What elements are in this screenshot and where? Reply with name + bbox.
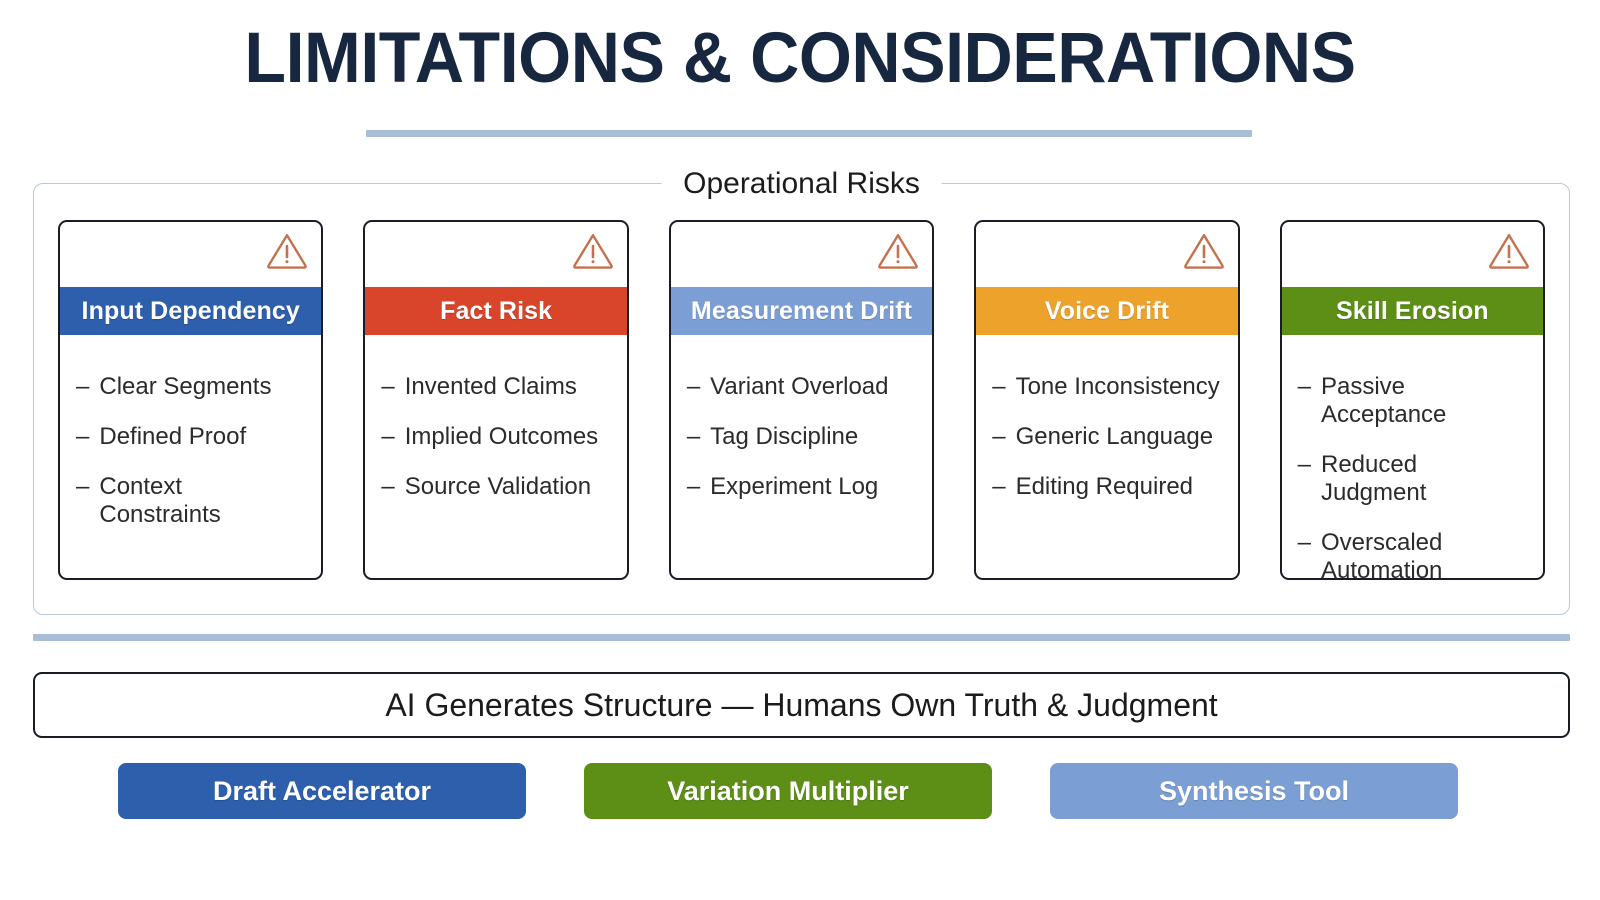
risk-card-item: –Context Constraints [76,473,305,529]
operational-risks-panel: Operational Risks Input Dependency–Clear… [33,166,1570,615]
risk-card-item: –Implied Outcomes [381,423,610,451]
risk-card-top [1282,222,1543,287]
bullet-dash-icon: – [1297,451,1311,479]
risk-card-body: –Tone Inconsistency–Generic Language–Edi… [976,335,1237,578]
risk-card-item-label: Generic Language [1015,423,1214,451]
risk-card-item: –Variant Overload [687,373,916,401]
bullet-dash-icon: – [992,423,1006,451]
risk-card: Measurement Drift–Variant Overload–Tag D… [668,220,935,580]
risk-card-item-label: Context Constraints [99,473,221,529]
bullet-dash-icon: – [381,473,395,501]
page-title-area: LIMITATIONS & CONSIDERATIONS [0,19,1600,98]
risk-card-header: Input Dependency [60,287,322,335]
role-pill[interactable]: Synthesis Tool [1050,763,1458,819]
risk-card-item: –Generic Language [992,423,1221,451]
bullet-dash-icon: – [381,373,395,400]
section-divider [33,634,1570,641]
risk-card-item-label: Tag Discipline [710,423,859,451]
risk-card-item: –Passive Acceptance [1298,373,1527,429]
role-pill[interactable]: Draft Accelerator [118,763,526,819]
risk-card-header: Voice Drift [976,287,1238,335]
risk-card-item-label: Implied Outcomes [404,423,599,451]
risk-card: Voice Drift–Tone Inconsistency–Generic L… [974,220,1240,580]
risk-card-item-label: Clear Segments [99,373,272,400]
warning-triangle-icon [571,230,615,270]
risk-card-item: –Defined Proof [76,423,305,451]
risk-card-item: –Overscaled Automation [1297,529,1527,580]
bullet-dash-icon: – [1297,373,1311,400]
risk-card-list: Input Dependency–Clear Segments–Defined … [58,220,1546,580]
risk-card-body: –Clear Segments–Defined Proof–Context Co… [60,335,321,578]
risk-card-item-label: Passive Acceptance [1320,373,1447,429]
warning-triangle-icon [876,230,920,270]
bullet-dash-icon: – [686,373,701,400]
bullet-dash-icon: – [992,373,1006,400]
bullet-dash-icon: – [1297,529,1311,557]
risk-card-item: –Clear Segments [76,373,305,401]
risk-card-item: –Reduced Judgment [1298,451,1527,507]
page-title: LIMITATIONS & CONSIDERATIONS [244,19,1356,98]
risk-card-item-label: Reduced Judgment [1320,451,1427,507]
risk-card: Fact Risk–Invented Claims–Implied Outcom… [363,220,629,580]
risk-card-item: –Editing Required [992,473,1221,501]
risk-card-item-label: Experiment Log [710,473,879,501]
risk-card-item-label: Editing Required [1015,473,1194,501]
risk-card-top [976,222,1237,287]
bullet-dash-icon: – [76,373,90,400]
risk-card-item: –Tag Discipline [687,423,916,451]
risk-card: Skill Erosion–Passive Acceptance–Reduced… [1279,220,1546,580]
risk-card-item-label: Source Validation [404,473,592,501]
risk-card-body: –Invented Claims–Implied Outcomes–Source… [365,335,626,578]
risk-card-item: –Source Validation [381,473,610,501]
bullet-dash-icon: – [381,423,395,451]
risk-card-top [365,222,626,287]
risk-card: Input Dependency–Clear Segments–Defined … [58,220,324,580]
risk-card-item: –Experiment Log [687,473,916,501]
warning-triangle-icon [265,230,309,270]
bullet-dash-icon: – [686,473,701,501]
risk-card-item-label: Defined Proof [99,423,247,451]
summary-banner-text: AI Generates Structure — Humans Own Trut… [385,686,1218,723]
warning-triangle-icon [1182,230,1226,270]
risk-card-item-label: Invented Claims [404,373,577,400]
risk-card-item: –Tone Inconsistency [992,373,1221,401]
risk-card-item-label: Variant Overload [710,373,889,400]
risk-card-header: Skill Erosion [1281,287,1544,335]
summary-banner: AI Generates Structure — Humans Own Trut… [33,672,1570,738]
title-divider [366,130,1252,137]
risk-card-header: Measurement Drift [670,287,933,335]
risk-card-top [671,222,932,287]
risk-card-item-label: Tone Inconsistency [1015,373,1220,400]
risk-card-body: –Variant Overload–Tag Discipline–Experim… [671,335,932,578]
bullet-dash-icon: – [686,423,701,451]
risk-card-top [60,222,321,287]
risk-card-body: –Passive Acceptance–Reduced Judgment–Ove… [1282,335,1543,580]
bullet-dash-icon: – [76,423,90,451]
warning-triangle-icon [1487,230,1531,270]
risk-card-header: Fact Risk [365,287,627,335]
role-pill[interactable]: Variation Multiplier [584,763,992,819]
bullet-dash-icon: – [992,473,1006,501]
risk-card-item: –Invented Claims [381,373,610,401]
risk-card-item-label: Overscaled Automation [1320,529,1443,580]
bullet-dash-icon: – [76,473,90,501]
role-pill-list: Draft Accelerator Variation Multiplier Syn… [118,763,1458,819]
operational-risks-legend: Operational Risks [661,166,942,202]
